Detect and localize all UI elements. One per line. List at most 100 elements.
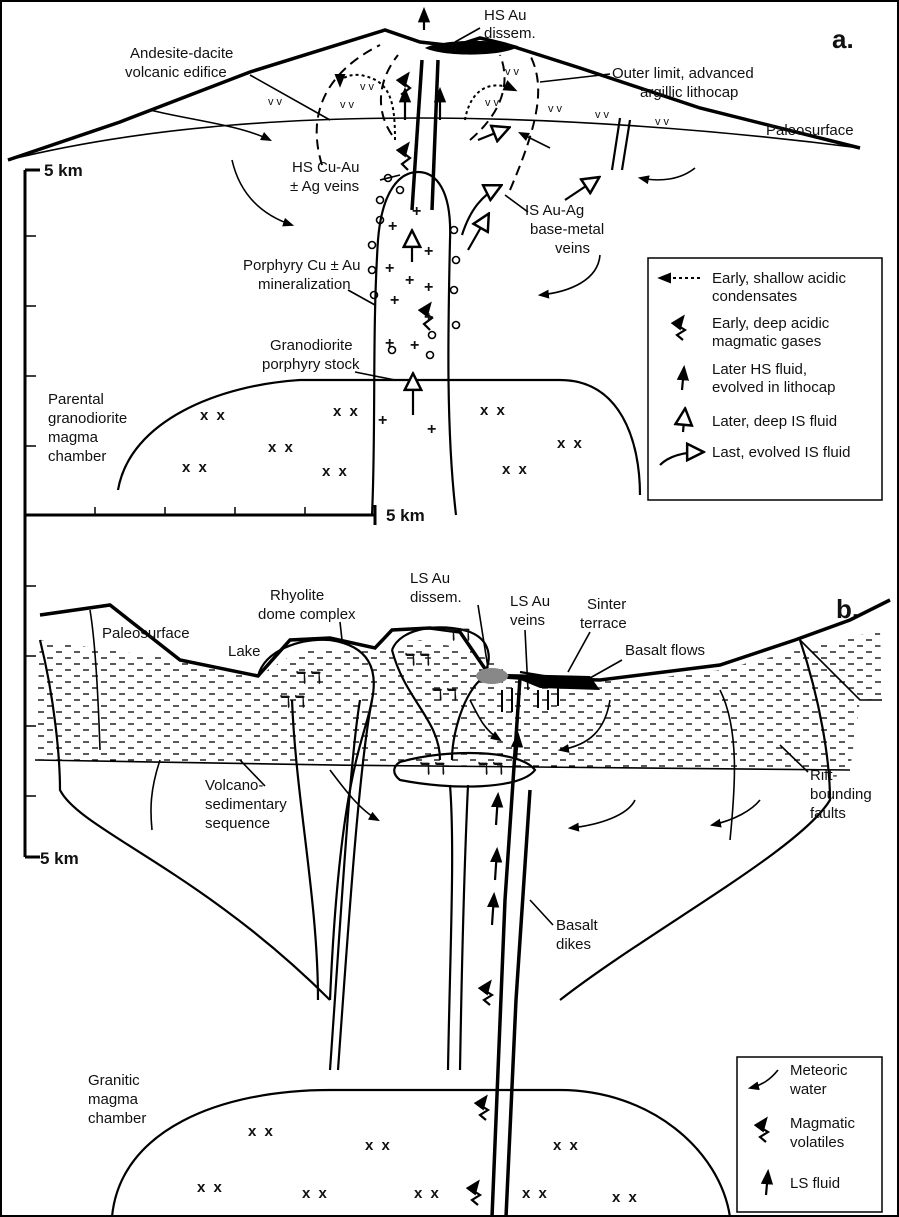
- leader-dikes: [530, 900, 553, 925]
- svg-text:x x: x x: [322, 463, 349, 480]
- svg-text:dissem.: dissem.: [484, 25, 536, 42]
- legend-b-item-3: LS fluid: [790, 1175, 840, 1192]
- svg-text:x x: x x: [522, 1185, 549, 1202]
- svg-text:v v: v v: [655, 116, 670, 128]
- is-fluid-arrow-4: [478, 128, 508, 140]
- svg-text:dome complex: dome complex: [258, 606, 356, 623]
- svg-text:evolved in lithocap: evolved in lithocap: [712, 379, 835, 396]
- svg-text:bounding: bounding: [810, 786, 872, 803]
- svg-text:magma: magma: [48, 429, 99, 446]
- hs-vein-1: [412, 60, 422, 210]
- svg-text:Porphyry Cu ± Au: Porphyry Cu ± Au: [243, 257, 360, 274]
- svg-text:x x: x x: [248, 1123, 275, 1140]
- legend-a-item-2: Early, deep acidic: [712, 315, 830, 332]
- legend-b-item-1: Meteoric: [790, 1062, 848, 1079]
- svg-text:x x: x x: [333, 403, 360, 420]
- svg-text:IS Au-Ag: IS Au-Ag: [525, 202, 584, 219]
- svg-text:ℸ ℸ: ℸ ℸ: [405, 652, 430, 669]
- scale-label-top: 5 km: [44, 161, 83, 180]
- legend-a-item-4: Later, deep IS fluid: [712, 413, 837, 430]
- svg-text:+: +: [385, 260, 394, 277]
- svg-text:x x: x x: [302, 1185, 329, 1202]
- gas-zigzag-2: [402, 144, 410, 170]
- svg-text:HS Au: HS Au: [484, 7, 527, 24]
- svg-text:v v: v v: [548, 103, 563, 115]
- feeder-dike-2: [460, 785, 468, 1070]
- legend-a-item-1: Early, shallow acidic: [712, 270, 846, 287]
- svg-text:+: +: [378, 412, 387, 429]
- svg-text:veins: veins: [555, 240, 590, 257]
- svg-text:condensates: condensates: [712, 288, 797, 305]
- leader-edifice: [250, 75, 330, 120]
- svg-text:porphyry stock: porphyry stock: [262, 356, 360, 373]
- svg-text:water: water: [789, 1081, 827, 1098]
- svg-text:chamber: chamber: [48, 448, 106, 465]
- svg-text:+: +: [405, 272, 414, 289]
- svg-text:granodiorite: granodiorite: [48, 410, 127, 427]
- ls-au-dissem-lens: [476, 668, 508, 684]
- leader-sinter: [568, 632, 590, 672]
- svg-text:Volcano-: Volcano-: [205, 777, 263, 794]
- ls-fluid-arrow-2: [492, 895, 494, 925]
- svg-text:faults: faults: [810, 805, 846, 822]
- legend-b-item-2: Magmatic: [790, 1115, 856, 1132]
- svg-text:volcanic edifice: volcanic edifice: [125, 64, 227, 81]
- meteoric-arrow-a3: [540, 255, 600, 295]
- feeder-dike-1: [448, 785, 452, 1070]
- is-vein-a: [612, 118, 620, 170]
- svg-text:magmatic gases: magmatic gases: [712, 333, 821, 350]
- ls-fluid-arrow-1: [496, 795, 498, 825]
- svg-text:x x: x x: [553, 1137, 580, 1154]
- svg-text:x x: x x: [557, 435, 584, 452]
- svg-text:ℸ ℸ: ℸ ℸ: [420, 761, 445, 778]
- svg-text:x x: x x: [414, 1185, 441, 1202]
- svg-text:x x: x x: [200, 407, 227, 424]
- svg-text:v v: v v: [595, 109, 610, 121]
- svg-text:Rhyolite: Rhyolite: [270, 587, 324, 604]
- svg-text:x x: x x: [480, 402, 507, 419]
- svg-text:+: +: [410, 337, 419, 354]
- svg-text:+: +: [424, 243, 433, 260]
- svg-text:v v: v v: [340, 99, 355, 111]
- svg-text:+: +: [388, 218, 397, 235]
- svg-text:+: +: [424, 309, 433, 326]
- svg-text:LS Au: LS Au: [510, 593, 550, 610]
- scale-label-horizontal: 5 km: [386, 506, 425, 525]
- scale-label-bottom: 5 km: [40, 849, 79, 868]
- svg-text:x x: x x: [182, 459, 209, 476]
- svg-text:base-metal: base-metal: [530, 221, 604, 238]
- meteoric-arrow-b1: [330, 770, 378, 820]
- volatile-zigzag-1: [484, 982, 492, 1005]
- svg-text:Granodiorite: Granodiorite: [270, 337, 353, 354]
- legend-a: Early, shallow acidic condensates Early,…: [648, 258, 882, 500]
- svg-text:HS Cu-Au: HS Cu-Au: [292, 159, 360, 176]
- meteoric-arrow-b4: [712, 800, 760, 825]
- lithocap-inner-left: [381, 55, 398, 135]
- xx-marks-b: x x x x x x x x x x x x x x x x: [197, 1123, 639, 1206]
- panel-a-label: a.: [832, 24, 854, 54]
- panel-a: a.: [8, 7, 882, 515]
- svg-text:x x: x x: [612, 1189, 639, 1206]
- volatile-zigzag-3: [472, 1182, 480, 1205]
- svg-text:x x: x x: [197, 1179, 224, 1196]
- svg-text:Parental: Parental: [48, 391, 104, 408]
- legend-a-item-3: Later HS fluid,: [712, 361, 807, 378]
- hs-vein-2: [432, 60, 438, 210]
- ls-fluid-arrow-3: [495, 850, 497, 880]
- svg-text:mineralization: mineralization: [258, 276, 351, 293]
- leader-basalt-flows: [590, 660, 622, 678]
- is-vein-b: [622, 120, 630, 170]
- svg-text:sedimentary: sedimentary: [205, 796, 287, 813]
- meteoric-arrow-a4: [640, 168, 695, 180]
- is-fluid-arrow-2: [468, 215, 488, 250]
- leader-rhyolite: [340, 622, 342, 640]
- svg-text:x x: x x: [502, 461, 529, 478]
- svg-text:x x: x x: [268, 439, 295, 456]
- svg-text:+: +: [390, 292, 399, 309]
- volatile-zigzag-2: [480, 1097, 488, 1120]
- meteoric-arrow-a1: [150, 110, 270, 140]
- svg-text:magma: magma: [88, 1091, 139, 1108]
- meteoric-arrow-a5: [520, 133, 550, 148]
- svg-text:+: +: [427, 421, 436, 438]
